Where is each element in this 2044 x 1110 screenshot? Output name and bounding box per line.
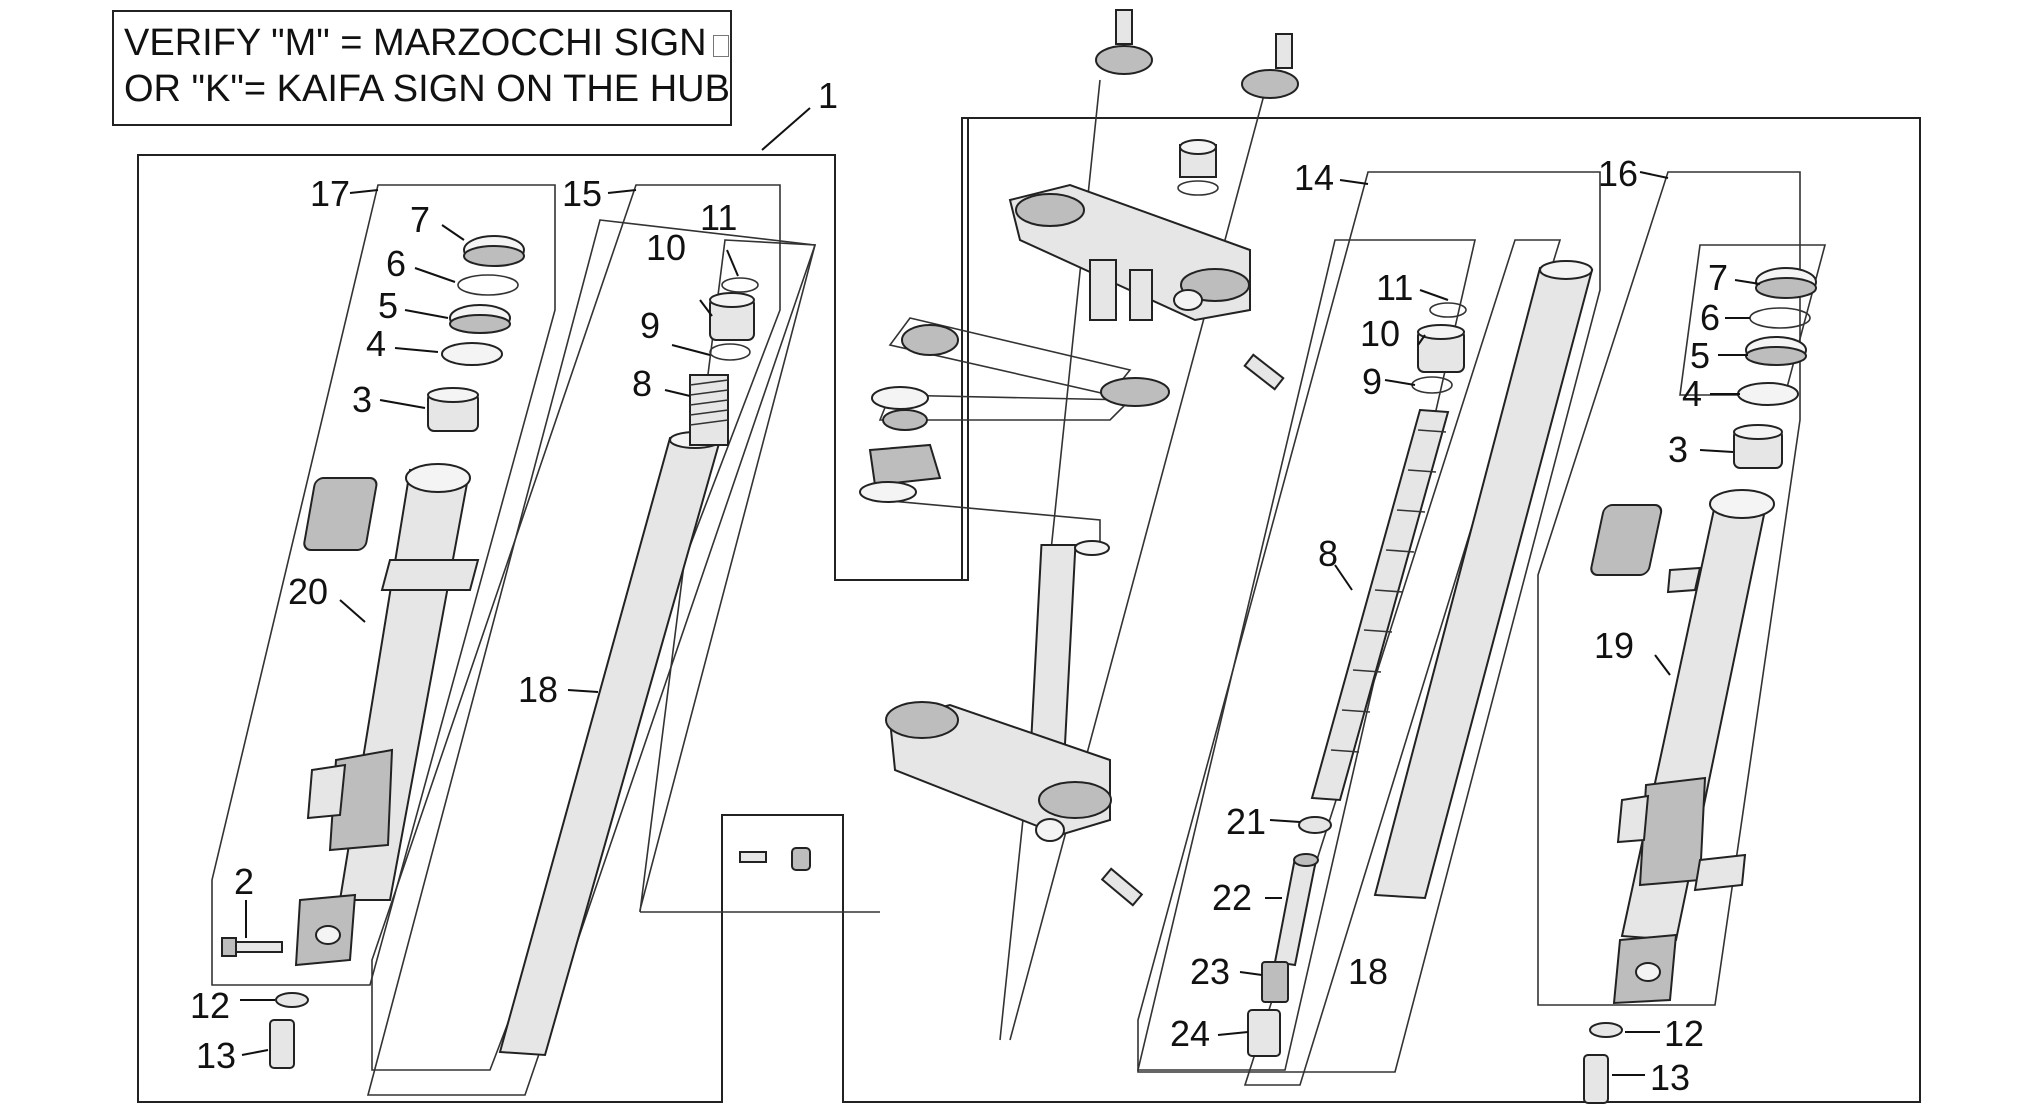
callout-1: 1 [818,75,838,116]
adjuster-nut [1100,377,1170,407]
bolt-13-right [1583,1054,1609,1104]
callout-13-right: 13 [1650,1057,1690,1098]
callout-8-right: 8 [1318,533,1338,574]
bolt-top-left [1095,9,1153,75]
washer-12-left [275,992,309,1008]
tapered-bearing [868,443,942,487]
washer-4-left [441,342,503,366]
callout-8-left: 8 [632,363,652,404]
callout-9-right: 9 [1362,361,1382,402]
bearing-cup-upper [901,324,959,356]
callout-4-right: 4 [1682,373,1702,414]
group-15-inner-frame [639,239,817,913]
callout-14: 14 [1294,157,1334,198]
callout-16: 16 [1598,153,1638,194]
note-line-1: VERIFY "M" = MARZOCCHI SIGN [124,20,730,66]
group-14-inner-frame [1136,239,1477,1071]
spring-23 [1261,961,1289,1003]
group-17-frame [211,184,556,986]
callout-23: 23 [1190,951,1230,992]
callout-6-right: 6 [1700,297,1720,338]
ring-9-right [1411,376,1453,394]
bearing-washer [871,386,929,410]
callout-5-right: 5 [1690,335,1710,376]
callout-2: 2 [234,861,254,902]
callout-7-right: 7 [1708,257,1728,298]
bolt-crown-right [1243,353,1285,391]
bush-24 [1247,1009,1281,1057]
box-glyph-icon [712,35,729,57]
cable-clip [739,847,811,871]
callout-13-left: 13 [196,1035,236,1076]
upper-crown [1008,183,1251,322]
marzocchi-kaifa-note: VERIFY "M" = MARZOCCHI SIGN OR "K"= KAIF… [112,10,732,126]
callout-12-right: 12 [1664,1013,1704,1054]
callout-19: 19 [1594,625,1634,666]
bolt-top-right [1241,33,1299,99]
ring-9-left [709,343,751,361]
group-14-frame [1137,171,1601,1073]
assembly-frame-right [137,117,1921,1103]
callout-9-left: 9 [640,305,660,346]
spring-8-left [689,374,729,446]
oring-11-left [721,277,759,293]
bearing-seal [859,481,917,503]
group-18-right-frame [1243,239,1562,1086]
callout-3-left: 3 [352,379,372,420]
lower-crown [885,540,1112,842]
bolt-lower-crown [1100,867,1144,907]
top-nut [1177,139,1219,196]
callout-10-right: 10 [1360,313,1400,354]
callout-4-left: 4 [366,323,386,364]
spring-8-right [1310,408,1450,802]
oring-11-right [1429,302,1467,318]
callout-22: 22 [1212,877,1252,918]
note-line-2: OR "K"= KAIFA SIGN ON THE HUB [124,68,730,110]
callout-11-left: 11 [700,197,737,238]
callout-15: 15 [562,173,602,214]
rod-22 [1273,853,1319,967]
washer-4-right [1737,382,1799,406]
callout-18-right: 18 [1348,951,1388,992]
callout-10-left: 10 [646,227,686,268]
callout-21: 21 [1226,801,1266,842]
bolt-2-left [221,937,283,957]
callout-20: 20 [288,571,328,612]
group-15-frame [371,184,781,1071]
fork-leg-left [294,463,480,967]
callout-24: 24 [1170,1013,1210,1054]
callout-6-left: 6 [386,243,406,284]
fork-leg-right [1590,489,1775,1005]
group-18-left-frame [366,219,817,1096]
leader-1 [761,107,811,151]
clip-6-right [1749,307,1811,329]
bolt-13-left [269,1019,295,1069]
ring-21 [1298,816,1332,834]
bearing-ring [882,409,928,431]
callout-7-left: 7 [410,199,430,240]
group-16-frame [1537,171,1801,1006]
tube-18-right [1373,266,1594,900]
washer-12-right [1589,1022,1623,1038]
callout-3-right: 3 [1668,429,1688,470]
clip-6-left [457,274,519,296]
callout-12-left: 12 [190,985,230,1026]
callout-5-left: 5 [378,285,398,326]
tube-18-left [498,436,722,1057]
callout-17: 17 [310,173,350,214]
callout-11-right: 11 [1376,267,1413,308]
callout-18-left: 18 [518,669,558,710]
